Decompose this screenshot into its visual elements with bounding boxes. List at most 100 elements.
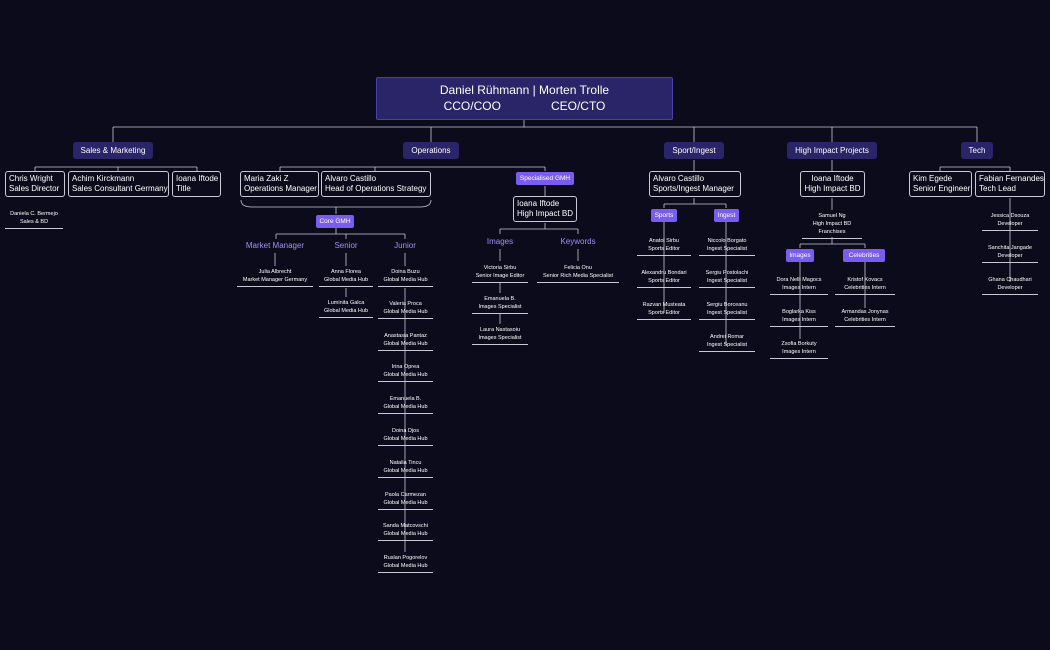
node-title: High Impact BD [517,209,574,218]
node-chris-wright[interactable]: Chris Wright Sales Director [5,171,65,197]
root-title-right: CEO/CTO [550,99,606,113]
person-title: Market Manager Germany [242,277,308,283]
dept-tech[interactable]: Tech [961,142,993,159]
person-samuel[interactable]: Samuel Ng High Impact BD Franchises [802,212,862,239]
celebrities-tag: Celebrities [843,249,885,262]
group-senior: Senior [334,241,358,250]
person-name: Daniela C. Bermejo [10,211,58,217]
node-name: Chris Wright [9,174,53,183]
node-ioana-iftode-hi[interactable]: Ioana Iftode High Impact BD [800,171,865,197]
person-title: High Impact BD [812,221,852,227]
person-name: Laura Nastasoiu [479,327,521,333]
node-name: Alvaro Castillo [653,174,705,183]
person-title: Developer [997,285,1023,291]
person-title: Ingest Specialist [706,246,748,252]
dept-sales-marketing[interactable]: Sales & Marketing [73,142,153,159]
ingest-tag: Ingest [714,209,739,222]
root-node: Daniel Rühmann | Morten Trolle CCO/COO C… [376,77,673,120]
node-name: Ioana Iftode [811,174,854,183]
person-name: Samuel Ng [818,213,846,219]
dept-sport-ingest[interactable]: Sport/Ingest [664,142,724,159]
node-ioana-iftode-sales[interactable]: Ioana Iftode Title [172,171,221,197]
person-title: Global Media Hub [383,404,428,411]
dept-operations[interactable]: Operations [403,142,459,159]
node-kim-egede[interactable]: Kim Egede Senior Engineer [909,171,972,197]
node-title: Sales Director [9,184,60,193]
person-title: Ingest Specialist [706,278,748,284]
node-title: Operations Manager [244,184,317,193]
person-daniela[interactable]: Daniela C. Bermejo Sales & BD [5,210,63,229]
sports-tag: Sports [651,209,677,222]
node-alvaro-castillo-sport[interactable]: Alvaro Castillo Sports/Ingest Manager [649,171,741,197]
person-name: Julia Albrecht [258,269,292,275]
node-title: Sports/Ingest Manager [653,184,734,193]
node-title: Title [176,184,191,193]
node-ioana-iftode-ops[interactable]: Ioana Iftode High Impact BD [513,196,577,222]
group-market-manager: Market Manager [245,241,305,250]
person-name: Emanuela B. [389,396,422,403]
person-title: Global Media Hub [383,340,428,347]
person-name: Zsofia Borkuty [781,341,817,347]
person-title: Sports Editor [648,278,680,284]
dept-high-impact[interactable]: High Impact Projects [787,142,877,159]
node-title: Head of Operations Strategy [325,184,427,193]
person-title: Global Media Hub [383,563,428,570]
person-julia[interactable]: Julia Albrecht Market Manager Germany [237,268,313,287]
person-title: Images Specialist [478,304,522,310]
node-alvaro-castillo-ops[interactable]: Alvaro Castillo Head of Operations Strat… [321,171,431,197]
node-name: Fabian Fernandes [979,174,1044,183]
person-title: Global Media Hub [383,372,428,379]
person-card[interactable]: Emanuela B.Global Media Hub [378,395,433,415]
person-title: Images Specialist [478,335,522,341]
person-title: Celebrities Intern [844,317,886,323]
person-title: Sports Editor [648,310,680,316]
root-names: Daniel Rühmann | Morten Trolle [439,83,610,97]
person-name: Anatol Sirbu [649,238,679,244]
core-gmh-tag: Core GMH [316,215,354,228]
root-title-left: CCO/COO [443,99,501,113]
person-card[interactable]: Emanuela B.Images Specialist [472,295,528,314]
person-title: Ingest Specialist [706,310,748,316]
node-name: Achim Kirckmann [72,174,135,183]
node-achim-kirckmann[interactable]: Achim Kirckmann Sales Consultant Germany [68,171,169,197]
person-title: Developer [997,221,1023,227]
person-name: Sanda Matcovschi [383,523,428,530]
node-title: Sales Consultant Germany [72,184,168,193]
node-fabian-fernandes[interactable]: Fabian Fernandes Tech Lead [975,171,1045,197]
person-name: Victoria Sirbu [483,265,517,271]
node-name: Kim Egede [913,174,953,183]
node-maria-zaki[interactable]: Maria Zaki Z Operations Manager [240,171,319,197]
person-title: Global Media Hub [323,308,369,314]
person-felicia[interactable]: Felicia Onu Senior Rich Media Specialist [537,264,619,283]
node-title: High Impact BD [804,184,861,193]
